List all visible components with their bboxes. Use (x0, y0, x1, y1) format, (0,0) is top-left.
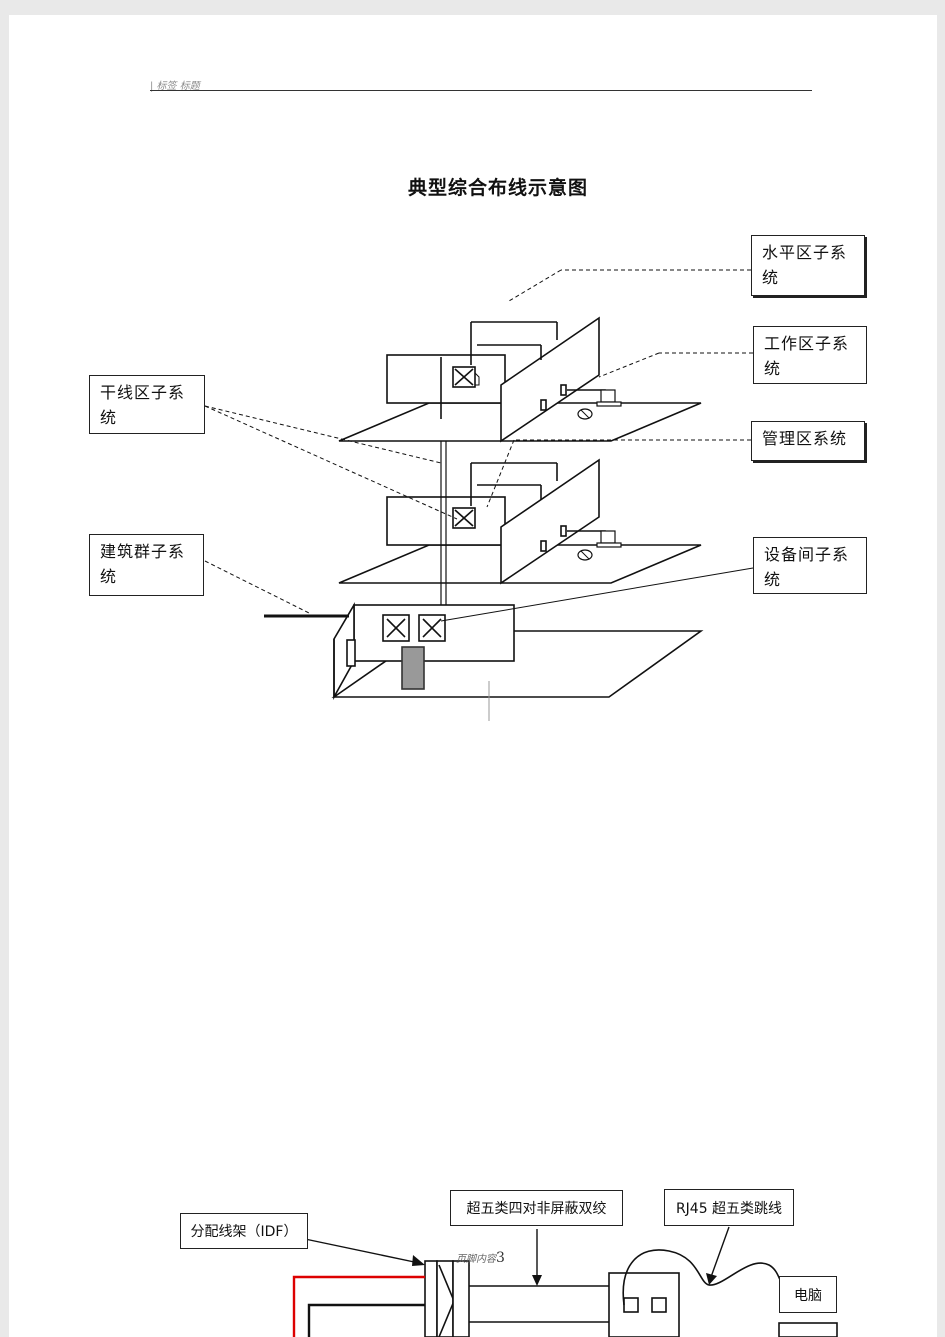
leader-backbone-a (204, 405, 442, 464)
patch-cord (622, 1249, 800, 1306)
idf-frame (424, 1260, 438, 1337)
leader-campus (204, 560, 310, 614)
label-computer: 电脑 (779, 1276, 837, 1313)
computer-upper (600, 389, 616, 403)
diagram-title: 典型综合布线示意图 (407, 177, 588, 199)
label-idf: 分配线架（IDF） (180, 1213, 308, 1249)
label-horizontal-subsystem: 水平区子系统 (751, 235, 865, 296)
arrow-patch (710, 1226, 730, 1278)
outlet-upper-a (540, 399, 547, 411)
partition-upper (500, 316, 600, 443)
partition-middle (500, 458, 600, 585)
label-utp-cable: 超五类四对非屏蔽双绞 (450, 1190, 623, 1226)
leader-equipment-room (440, 567, 754, 622)
telecom-closet-upper (386, 354, 506, 404)
cabling-diagram (204, 269, 838, 1337)
label-admin-subsystem: 管理区系统 (751, 421, 865, 461)
label-work-area-subsystem: 工作区子系统 (753, 326, 867, 384)
page-footer-prefix: 页脚内容 (456, 1254, 496, 1265)
computer-middle (600, 530, 616, 544)
page-footer: 页脚内容3 (456, 1250, 505, 1266)
wall-outlet (608, 1272, 680, 1337)
document-page: | 标签 标题 典型综合布线示意图 (9, 15, 937, 1337)
outlet-middle-b (560, 525, 567, 537)
outlet-upper-b (560, 384, 567, 396)
page-number: 3 (496, 1250, 505, 1266)
arrow-idf (304, 1238, 420, 1264)
label-equipment-room-subsystem: 设备间子系统 (753, 537, 867, 594)
page-header-rule (150, 90, 812, 91)
label-campus-subsystem: 建筑群子系统 (89, 534, 204, 596)
server-cabinet (401, 646, 425, 690)
outlet-middle-a (540, 540, 547, 552)
label-patch-cord: RJ45 超五类跳线 (664, 1189, 794, 1226)
page-header-label: | 标签 标题 (150, 81, 200, 92)
wall-panel-ground (346, 639, 356, 667)
label-backbone-subsystem: 干线区子系统 (89, 375, 205, 434)
